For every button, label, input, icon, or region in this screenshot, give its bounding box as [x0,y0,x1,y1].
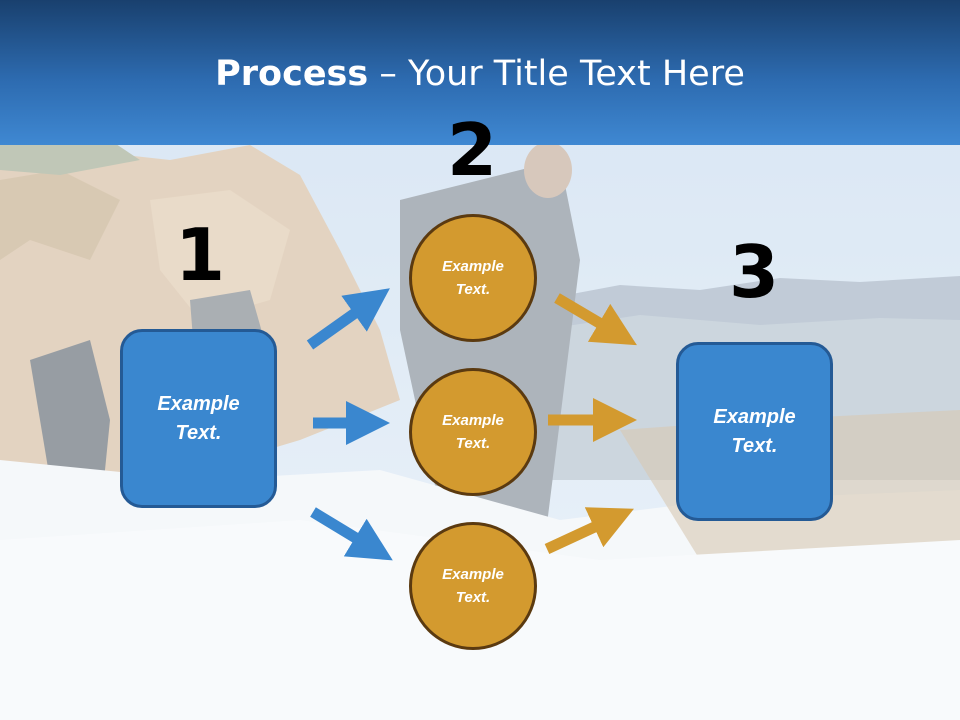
circle-3-line1: Example [442,566,504,583]
circle-1-line2: Text. [455,281,491,298]
circle-3-line2: Text. [455,589,491,606]
step-1-text-line1: Example [157,392,240,415]
step-1-text-line2: Text. [175,421,222,444]
title-bold: Process [215,54,369,94]
step-number-1: 1 [174,213,226,297]
title-bar [0,0,960,145]
arrow-from-circle-3 [544,507,634,554]
title-rest: – Your Title Text Here [368,54,745,94]
arrow-from-circle-1 [554,293,637,346]
step-3-text-line2: Text. [731,434,778,457]
slide-title: Process – Your Title Text Here [0,52,960,96]
step-number-2: 2 [446,108,498,192]
step-number-3: 3 [728,230,780,314]
step-3-text-line1: Example [713,405,796,428]
circle-2-line2: Text. [455,435,491,452]
arrow-to-circle-1 [306,288,390,350]
circle-2-line1: Example [442,412,504,429]
circle-1-line1: Example [442,258,504,275]
arrow-to-circle-3 [310,507,393,561]
